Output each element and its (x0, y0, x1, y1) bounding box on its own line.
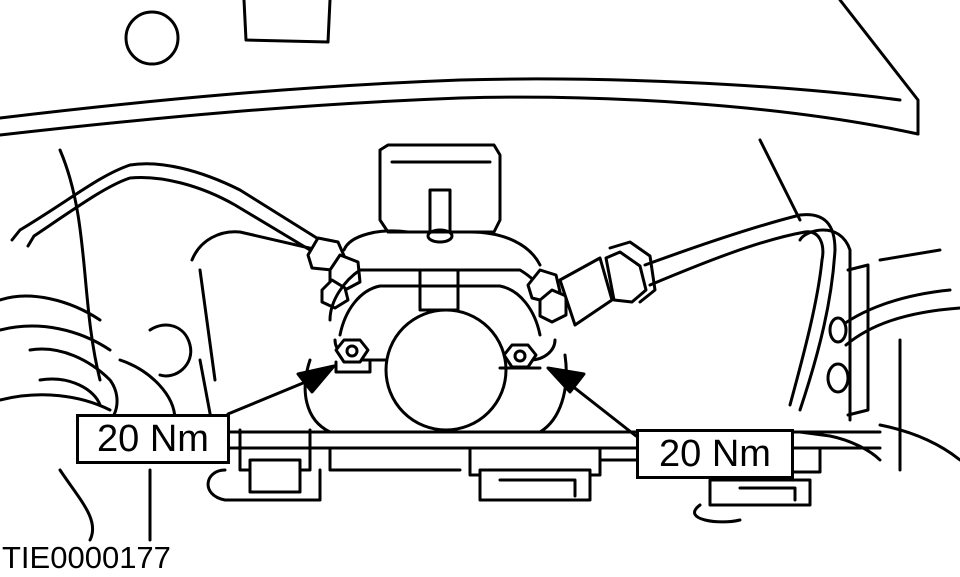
figure-reference-code: TIE0000177 (2, 540, 171, 575)
right-fuel-lines (526, 213, 960, 472)
torque-callout-right: 20 Nm (636, 429, 794, 479)
lower-bracket (206, 428, 882, 524)
left-fuel-lines (0, 148, 322, 542)
upper-panel (0, 0, 920, 222)
left-torque-leader (226, 364, 336, 416)
right-torque-leader (546, 366, 638, 438)
right-bolt (498, 343, 542, 370)
torque-callout-left: 20 Nm (76, 414, 230, 464)
left-bolt (334, 338, 372, 374)
left-union-nuts (306, 236, 362, 310)
